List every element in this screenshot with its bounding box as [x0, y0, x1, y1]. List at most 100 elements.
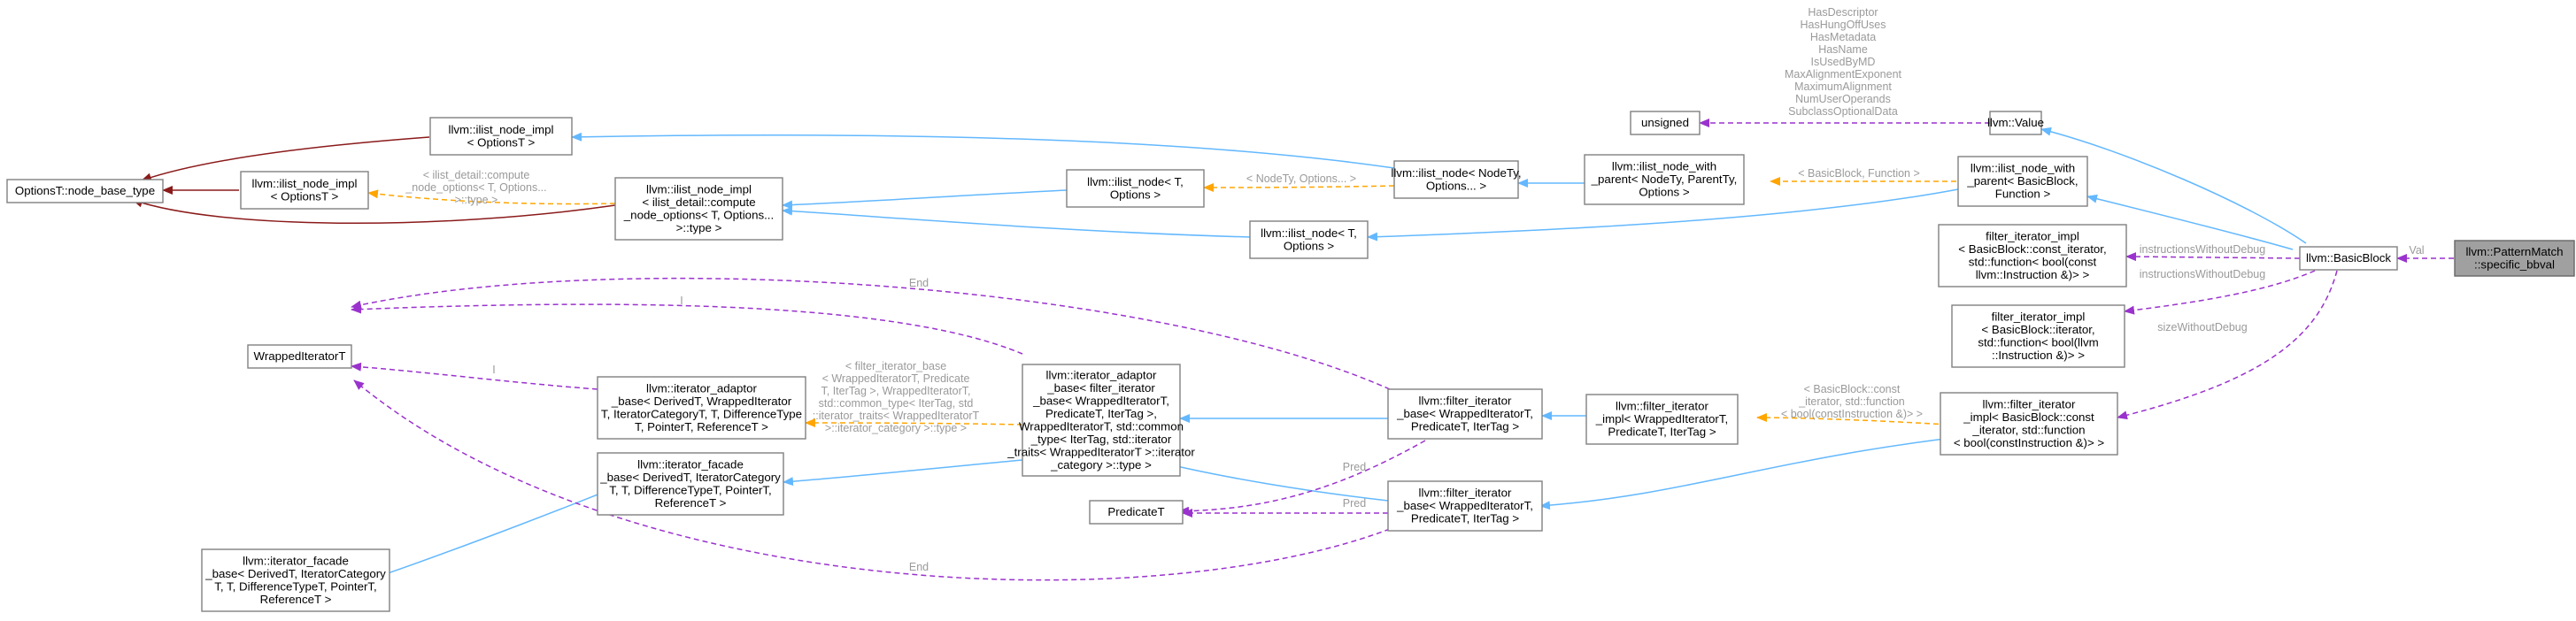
edge-bb-to-ilist-with-parent-bb [2086, 194, 2294, 250]
node-label-line: _base< DerivedT, IteratorCategory [599, 471, 781, 484]
edge-usage-i-mid [351, 362, 598, 390]
node-label-line: >::type > [676, 221, 722, 234]
node-ilist-node-impl-compute[interactable]: llvm::ilist_node_impl< ilist_detail::com… [614, 177, 783, 241]
node-fi-impl-iter-bool[interactable]: filter_iterator_impl< BasicBlock::iterat… [1951, 304, 2125, 368]
node-label-line: _base< WrappedIteratorT, [1396, 407, 1533, 420]
node-label-line: llvm::ilist_node_impl [252, 177, 358, 190]
node-label-line: std::function< bool(llvm [1978, 335, 2098, 349]
node-fi-base-bottom[interactable]: llvm::filter_iterator_base< WrappedItera… [1387, 480, 1543, 532]
node-iter-adaptor-fi[interactable]: llvm::iterator_adaptor_base< filter_iter… [1006, 364, 1195, 477]
node-ilist-node-t-opts-bottom[interactable]: llvm::ilist_node< T,Options > [1249, 220, 1369, 259]
node-llvm-fi-impl-const[interactable]: llvm::filter_iterator_impl< BasicBlock::… [1940, 392, 2118, 456]
node-box [1089, 500, 1184, 525]
node-box [1022, 364, 1181, 477]
label-i-top: I [680, 295, 683, 307]
node-ilist-with-parent-bb[interactable]: llvm::ilist_node_with_parent< BasicBlock… [1957, 156, 2088, 207]
node-label-line: llvm::filter_iterator [1983, 397, 2076, 410]
node-label-line: ::Instruction &)> > [1992, 349, 2085, 362]
node-predicate[interactable]: PredicateT [1089, 500, 1184, 525]
node-label-line: ReferenceT > [655, 496, 727, 510]
label-compute-line: >::type > [455, 194, 498, 206]
node-label-line: Options > [1639, 186, 1690, 199]
node-label-line: _impl< BasicBlock::const [1963, 410, 2094, 424]
node-label-line: ReferenceT > [260, 593, 332, 606]
node-label-line: PredicateT, IterTag > [1411, 420, 1520, 433]
node-iter-facade-bottom[interactable]: llvm::iterator_facade_base< DerivedT, It… [201, 548, 390, 612]
node-fi-base-top[interactable]: llvm::filter_iterator_base< WrappedItera… [1387, 388, 1543, 440]
node-iter-facade-mid[interactable]: llvm::iterator_facade_base< DerivedT, It… [597, 452, 784, 516]
node-label-line: llvm::iterator_adaptor [1046, 368, 1157, 381]
node-label-line: ::specific_bbval [2474, 257, 2555, 271]
node-label-line: llvm::filter_iterator [1419, 487, 1512, 500]
node-box [429, 117, 573, 156]
node-llvm-fi-impl-generic[interactable]: llvm::filter_iterator_impl< WrappedItera… [1585, 394, 1739, 445]
node-label-line: PredicateT, IterTag > [1411, 512, 1520, 525]
node-label-line: PredicateT [1107, 505, 1164, 518]
label-bb-const-line: _iterator, std::function [1798, 395, 1905, 408]
label-basicblock-function: < BasicBlock, Function > [1798, 167, 1920, 180]
node-basicblock[interactable]: llvm::BasicBlock [2299, 246, 2398, 271]
node-box [1584, 154, 1745, 205]
node-label-line: llvm::iterator_facade [243, 554, 349, 567]
node-box [2454, 240, 2575, 277]
node-unsigned[interactable]: unsigned [1630, 111, 1701, 135]
label-fi-base-line: < filter_iterator_base [845, 360, 946, 372]
node-label-line: < ilist_detail::compute [642, 196, 755, 209]
node-label-line: _impl< WrappedIteratorT, [1595, 412, 1728, 426]
label-instructions-1: instructionsWithoutDebug [2140, 243, 2265, 256]
node-label-line: filter_iterator_impl [1992, 310, 2086, 323]
label-value-member: NumUserOperands [1795, 93, 1891, 105]
node-box [1951, 304, 2125, 368]
node-box [1989, 111, 2042, 135]
label-value-member: MaxAlignmentExponent [1785, 68, 1902, 80]
label-value-member: HasMetadata [1810, 31, 1876, 43]
node-box [240, 171, 369, 210]
node-label-line: Options > [1110, 188, 1161, 201]
edge-iter-adaptor-to-iter-facade-mid [783, 459, 1023, 487]
edge-impl-compute-to-node-base [132, 198, 616, 225]
label-bb-const-line: < bool(constInstruction &)> > [1781, 408, 1923, 420]
node-ilist-node-t-opts-top[interactable]: llvm::ilist_node< T,Options > [1066, 169, 1205, 208]
node-label-line: llvm::Value [1987, 116, 2044, 129]
node-label-line: llvm::iterator_facade [637, 457, 744, 471]
node-box [1066, 169, 1205, 208]
node-label-line: filter_iterator_impl [1986, 229, 2079, 242]
label-value-member: SubclassOptionalData [1788, 105, 1898, 118]
node-node-base-type[interactable]: OptionsT::node_base_type [6, 179, 164, 203]
edge-usage-instructions-1 [2125, 252, 2301, 262]
node-label-line: std::function< bool(const [1969, 255, 2097, 268]
node-label-line: WrappedIteratorT [254, 349, 346, 363]
node-label-line: _base< filter_iterator [1046, 381, 1155, 395]
node-fi-impl-const-bool-top[interactable]: filter_iterator_impl< BasicBlock::const_… [1938, 224, 2127, 288]
node-iter-adaptor-generic[interactable]: llvm::iterator_adaptor_base< DerivedT, W… [597, 376, 806, 440]
node-label-line: llvm::ilist_node< T, [1261, 226, 1357, 240]
node-ilist-with-parent-generic[interactable]: llvm::ilist_node_with_parent< NodeTy, Pa… [1584, 154, 1745, 205]
node-label-line: _node_options< T, Options... [623, 208, 774, 221]
node-box [1387, 388, 1543, 440]
node-specific-bbval[interactable]: llvm::PatternMatch::specific_bbval [2454, 240, 2575, 277]
edge-template-nodety-options [1203, 182, 1395, 192]
node-label-line: Options... > [1426, 179, 1487, 192]
node-ilist-node-impl-optionsT-mid[interactable]: llvm::ilist_node_impl< OptionsT > [240, 171, 369, 210]
node-ilist-node-impl-optionsT-top[interactable]: llvm::ilist_node_impl< OptionsT > [429, 117, 573, 156]
label-value-member: HasName [1818, 43, 1868, 56]
node-wrapped-iterator[interactable]: WrappedIteratorT [247, 344, 352, 369]
node-box [1630, 111, 1701, 135]
label-bb-const-iterator: < BasicBlock::const _iterator, std::func… [1781, 383, 1923, 420]
node-label-line: llvm::iterator_adaptor [646, 381, 757, 395]
node-box [2299, 246, 2398, 271]
node-value[interactable]: llvm::Value [1987, 111, 2044, 135]
node-label-line: < BasicBlock::const_iterator, [1958, 242, 2106, 256]
node-box [1387, 480, 1543, 532]
node-box [247, 344, 352, 369]
edge-bb-to-value [2040, 126, 2307, 244]
label-size: sizeWithoutDebug [2157, 321, 2247, 334]
node-box [1249, 220, 1369, 259]
label-fi-base-line: T, IterTag >, WrappedIteratorT, [821, 385, 971, 397]
node-label-line: < BasicBlock::iterator, [1981, 323, 2094, 336]
label-end-bottom: End [909, 561, 929, 573]
edge-template-bb-const-iterator [1756, 413, 1948, 426]
edge-ilist-node-t-bottom-to-impl-compute [782, 206, 1251, 238]
node-label-line: < bool(constInstruction &)> > [1954, 436, 2105, 449]
node-ilist-node-ntyopts[interactable]: llvm::ilist_node< NodeTy,Options... > [1391, 160, 1522, 199]
